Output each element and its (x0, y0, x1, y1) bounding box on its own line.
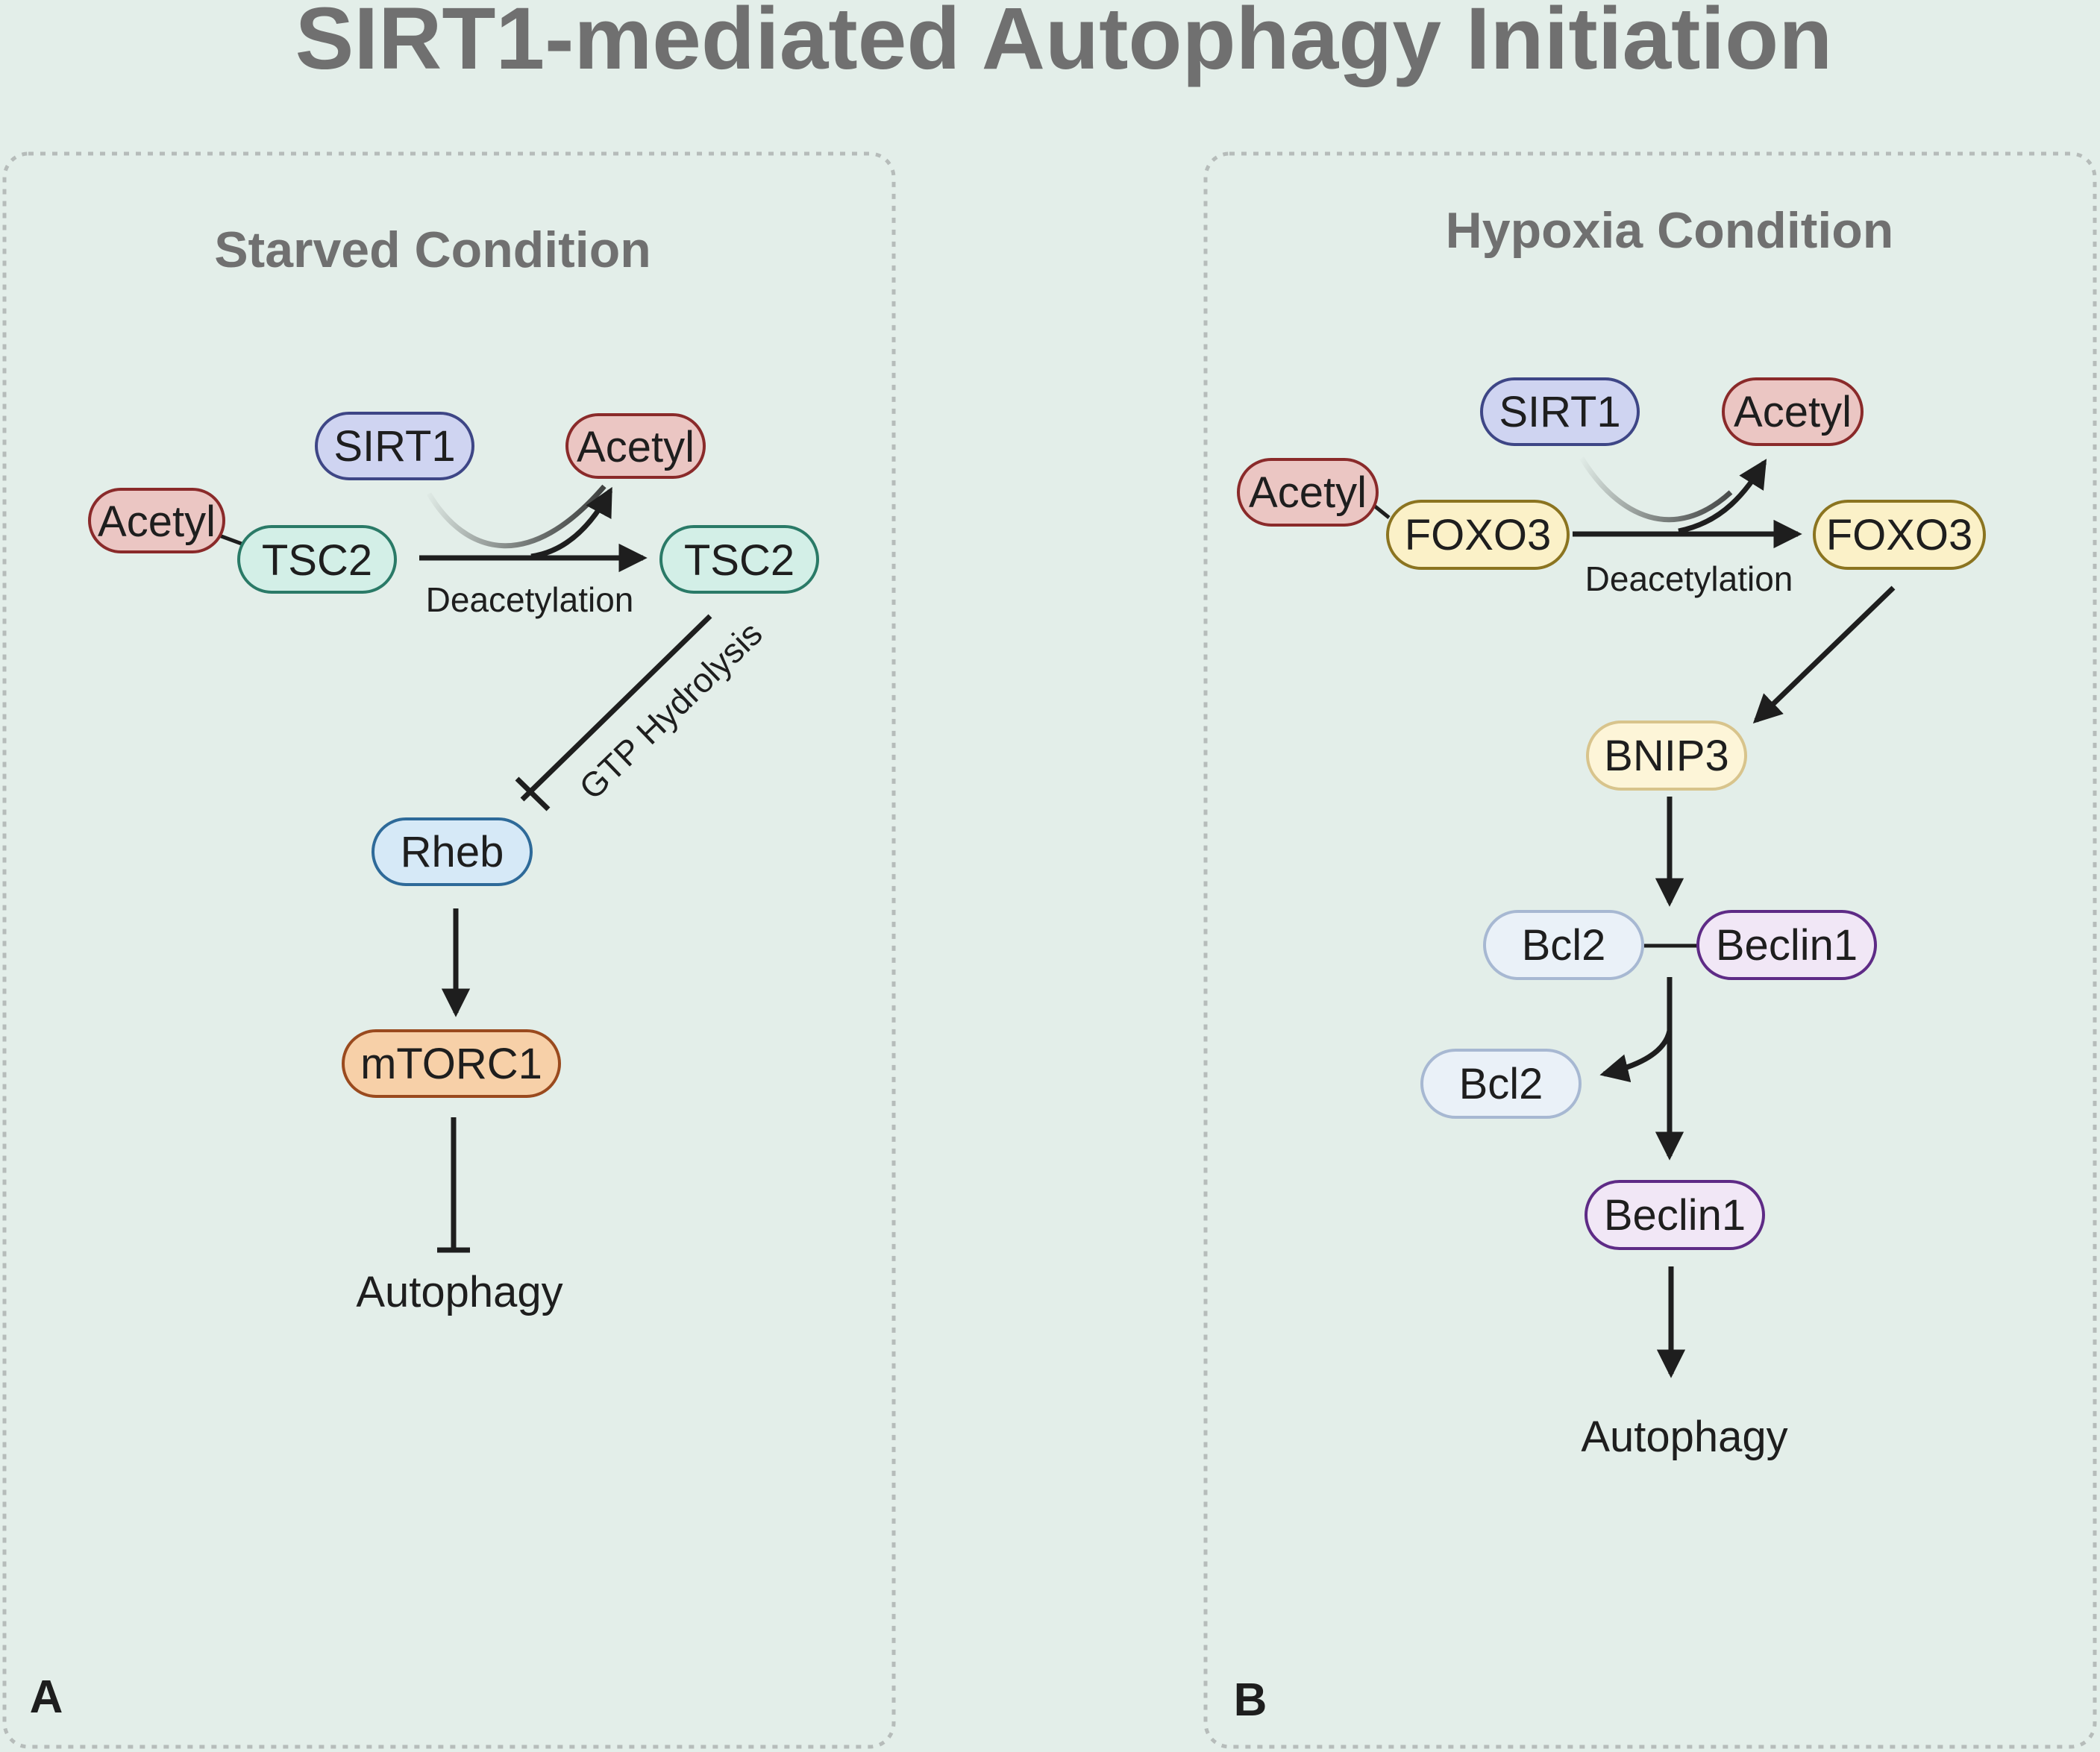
svg-text:FOXO3: FOXO3 (1826, 511, 1973, 559)
gtp-hydrolysis-label: GTP Hydrolysis (571, 614, 769, 807)
svg-text:TSC2: TSC2 (684, 536, 794, 585)
svg-text:FOXO3: FOXO3 (1405, 511, 1552, 559)
panel-a-title: Starved Condition (214, 222, 651, 278)
tsc2-acetylated-node: TSC2 (237, 525, 397, 594)
acetyl-node-a-left: Acetyl (88, 488, 225, 553)
gtp-hydrolysis-inhibition-bar (515, 776, 551, 811)
svg-text:Acetyl: Acetyl (1249, 468, 1367, 517)
beclin1-free-node: Beclin1 (1585, 1180, 1765, 1250)
gtp-hydrolysis-inhibition-line (520, 614, 712, 802)
tsc2-deacetylated-node: TSC2 (659, 525, 819, 594)
svg-text:mTORC1: mTORC1 (360, 1040, 542, 1088)
panel-b-letter: B (1234, 1674, 1267, 1726)
acetyl-release-arrow-b (1678, 459, 1767, 534)
svg-text:Acetyl: Acetyl (1734, 388, 1852, 436)
svg-text:Beclin1: Beclin1 (1604, 1191, 1746, 1240)
acetyl-foxo3-bond (1373, 504, 1391, 519)
rheb-node: Rheb (372, 817, 533, 886)
mtorc1-node: mTORC1 (342, 1029, 561, 1098)
svg-text:Bcl2: Bcl2 (1459, 1060, 1543, 1108)
bcl2-released-node: Bcl2 (1420, 1049, 1582, 1119)
panel-a-frame (2, 151, 896, 1749)
svg-text:TSC2: TSC2 (262, 536, 372, 585)
autophagy-outcome-a: Autophagy (356, 1268, 562, 1316)
sirt1-catalysis-curve (427, 484, 607, 549)
main-title: SIRT1-mediated Autophagy Initiation (295, 0, 1833, 88)
deacetylation-label-b: Deacetylation (1585, 559, 1793, 598)
sirt1-node-b: SIRT1 (1480, 377, 1640, 446)
bcl2-release-arrow (1599, 1030, 1673, 1083)
foxo3-to-bnip3-arrow (1752, 585, 1896, 724)
svg-text:Acetyl: Acetyl (577, 423, 695, 471)
svg-text:Rheb: Rheb (401, 828, 504, 876)
deacetylation-label-a: Deacetylation (426, 580, 634, 619)
sirt1-node-a: SIRT1 (315, 412, 474, 480)
panel-a-letter: A (30, 1671, 63, 1723)
panel-b-title: Hypoxia Condition (1446, 202, 1894, 259)
svg-text:SIRT1: SIRT1 (1499, 388, 1620, 436)
panel-b-frame (1203, 151, 2097, 1749)
svg-text:BNIP3: BNIP3 (1604, 732, 1729, 780)
svg-text:SIRT1: SIRT1 (333, 422, 455, 471)
acetyl-node-b-released: Acetyl (1722, 377, 1864, 446)
bcl2-complex-node: Bcl2 (1483, 910, 1644, 980)
foxo3-acetylated-node: FOXO3 (1386, 500, 1570, 570)
svg-text:Beclin1: Beclin1 (1716, 921, 1858, 970)
beclin1-complex-node: Beclin1 (1696, 910, 1877, 980)
foxo3-deacetylated-node: FOXO3 (1813, 500, 1986, 570)
panel-a: Starved Condition A Acetyl SIRT1 Acetyl … (2, 151, 896, 1749)
acetyl-node-a-released: Acetyl (565, 413, 706, 479)
acetyl-node-b-left: Acetyl (1237, 458, 1379, 527)
sirt1-catalysis-curve-b (1579, 456, 1733, 523)
panel-b: Hypoxia Condition B Acetyl SIRT1 Acetyl … (1203, 151, 2097, 1749)
bnip3-node: BNIP3 (1586, 720, 1747, 791)
acetyl-release-arrow (530, 486, 613, 559)
autophagy-outcome-b: Autophagy (1581, 1413, 1787, 1461)
svg-text:Acetyl: Acetyl (98, 497, 216, 546)
svg-text:Bcl2: Bcl2 (1522, 921, 1606, 970)
